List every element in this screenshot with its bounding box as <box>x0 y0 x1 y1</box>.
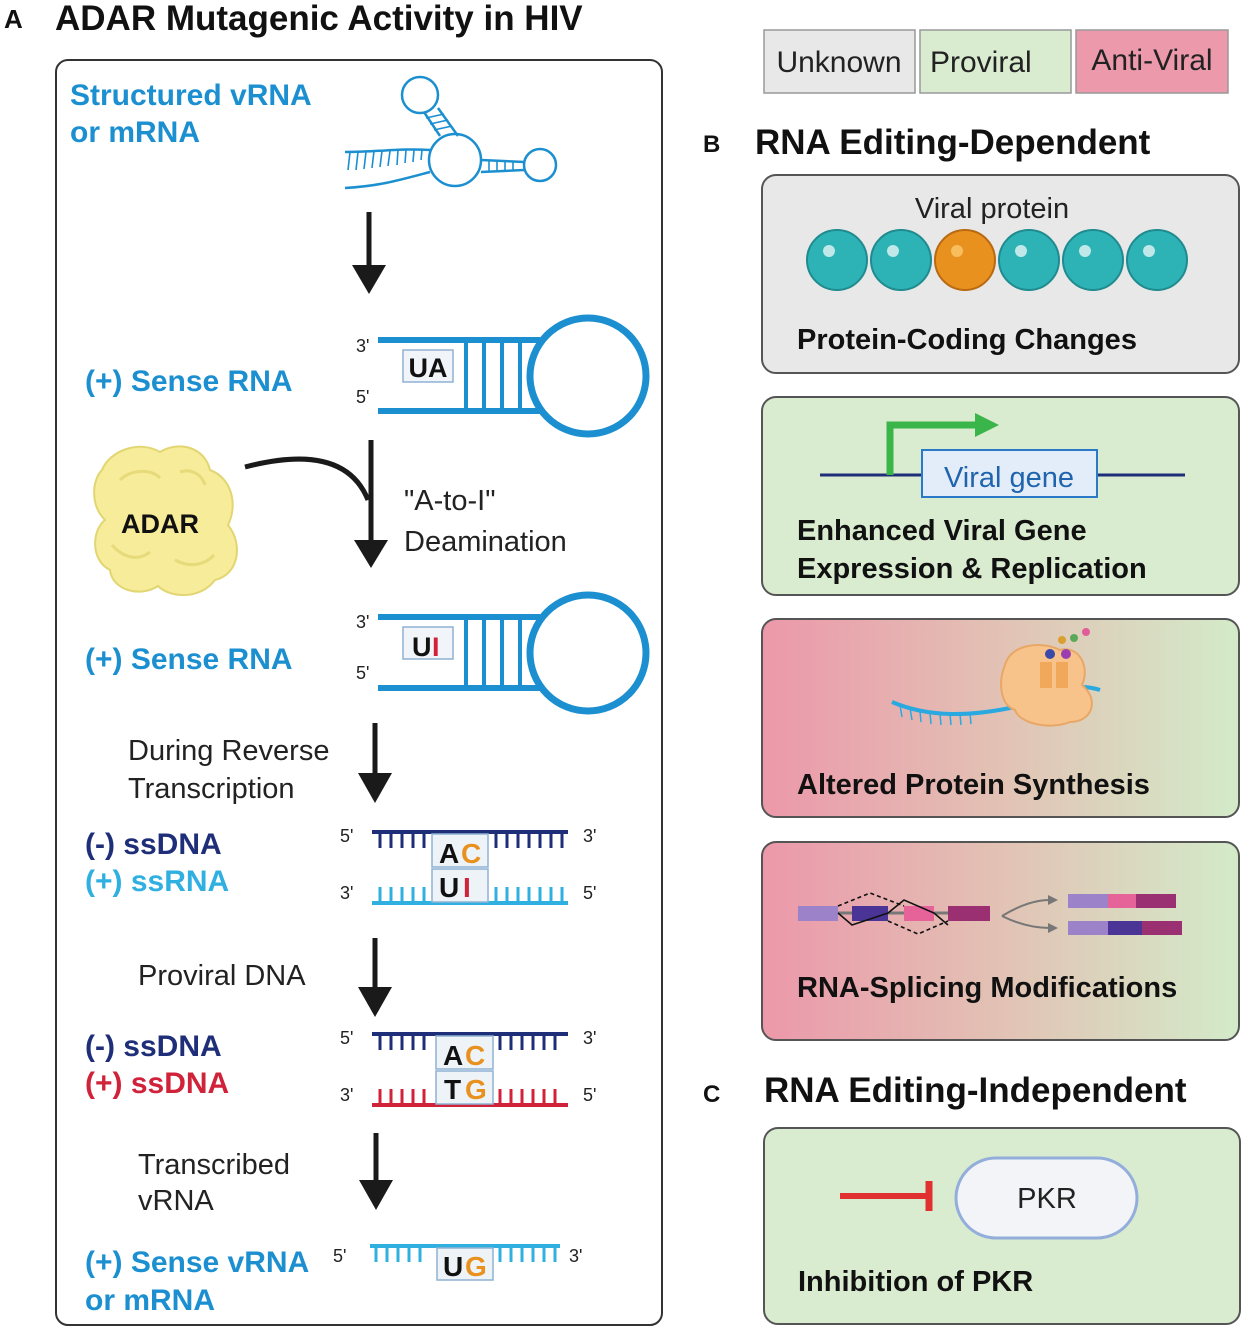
panel-c-title: RNA Editing-Independent <box>764 1071 1187 1110</box>
transcribed-label-2: vRNA <box>138 1185 214 1217</box>
card1-label: Protein-Coding Changes <box>797 324 1137 356</box>
final-label-1: (+) Sense vRNA <box>85 1246 309 1279</box>
hairpin-2-5prime: 5' <box>356 663 369 683</box>
sense-rna-label-1: (+) Sense RNA <box>85 365 293 398</box>
card2-label-2: Expression & Replication <box>797 553 1147 585</box>
panel-a-title: ADAR Mutagenic Activity in HIV <box>55 0 583 38</box>
final-strand <box>370 1244 560 1281</box>
final-u: U <box>443 1251 463 1282</box>
inhibition-icon <box>840 1181 933 1211</box>
panel-a-frame <box>55 59 663 1326</box>
minus-ssdna-label-1: (-) ssDNA <box>85 828 222 861</box>
structured-rna-icon <box>344 75 558 190</box>
hairpin-1 <box>378 314 650 438</box>
reverse-transcription-label-1: During Reverse <box>128 735 329 767</box>
gene-promoter-icon <box>820 413 1185 498</box>
duplex-1-3prime-top: 3' <box>583 826 596 846</box>
protein-chain-icon <box>806 229 1188 291</box>
duplex-2-3prime-top: 3' <box>583 1028 596 1048</box>
arrow-down-1 <box>352 212 386 294</box>
legend-unknown-box <box>763 29 916 94</box>
card4-label: RNA-Splicing Modifications <box>797 972 1177 1004</box>
reverse-transcription-label-2: Transcription <box>128 773 295 805</box>
final-g: G <box>465 1251 487 1282</box>
deamination-label-1: "A-to-I" <box>404 485 496 517</box>
panel-b-title: RNA Editing-Dependent <box>755 123 1151 162</box>
duplex-2-g: G <box>465 1074 487 1105</box>
hairpin-2 <box>378 591 650 715</box>
legend-antiviral-label: Anti-Viral <box>1091 44 1212 77</box>
structured-rna-label-1: Structured vRNA <box>70 79 312 112</box>
legend-antiviral-box <box>1075 29 1229 94</box>
base-i-2: I <box>432 632 440 662</box>
panel-a-letter: A <box>4 4 23 34</box>
splicing-icon <box>798 892 1182 935</box>
transcribed-label-1: Transcribed <box>138 1149 290 1181</box>
legend-proviral-label: Proviral <box>930 46 1032 79</box>
duplex-1-c: C <box>461 838 481 869</box>
arrow-down-4 <box>358 938 392 1017</box>
panel-c-letter: C <box>703 1081 720 1108</box>
duplex-1-3prime-bottom: 3' <box>340 883 353 903</box>
final-5prime: 5' <box>333 1246 346 1266</box>
card-protein-coding <box>761 174 1240 374</box>
duplex-1-i: I <box>463 872 471 903</box>
duplex-1-u: U <box>439 872 459 903</box>
duplex-1-a: A <box>439 838 459 869</box>
duplex-2-c: C <box>465 1040 485 1071</box>
adar-protein-icon <box>93 445 238 597</box>
duplex-2-t: T <box>444 1074 461 1105</box>
duplex-1 <box>372 830 568 905</box>
duplex-2-3prime-bottom: 3' <box>340 1085 353 1105</box>
deamination-label-2: Deamination <box>404 526 567 558</box>
final-3prime: 3' <box>569 1246 582 1266</box>
duplex-2 <box>372 1032 568 1107</box>
sense-rna-label-2: (+) Sense RNA <box>85 643 293 676</box>
viral-protein-label: Viral protein <box>915 193 1069 225</box>
duplex-2-5prime-bottom: 5' <box>583 1085 596 1105</box>
card-rna-splicing <box>761 841 1240 1041</box>
proviral-dna-label: Proviral DNA <box>138 960 306 992</box>
card2-label-1: Enhanced Viral Gene <box>797 515 1087 547</box>
arrow-down-3 <box>358 723 392 803</box>
adar-curved-arrow <box>244 440 388 568</box>
card-protein-synthesis <box>761 618 1240 818</box>
duplex-2-a: A <box>443 1040 463 1071</box>
hairpin-1-3prime: 3' <box>356 336 369 356</box>
ribosome-icon <box>891 628 1101 727</box>
base-u-2: U <box>412 632 432 662</box>
duplex-2-5prime-top: 5' <box>340 1028 353 1048</box>
panel-c-label: Inhibition of PKR <box>798 1266 1033 1298</box>
pkr-label: PKR <box>1017 1183 1077 1215</box>
legend-proviral-box <box>919 29 1072 94</box>
final-label-2: or mRNA <box>85 1284 215 1317</box>
hairpin-2-3prime: 3' <box>356 612 369 632</box>
pkr-pill <box>954 1156 1139 1240</box>
adar-label: ADAR <box>121 509 199 539</box>
viral-gene-label: Viral gene <box>944 462 1074 494</box>
duplex-1-5prime-bottom: 5' <box>583 883 596 903</box>
legend-unknown-label: Unknown <box>776 46 901 79</box>
structured-rna-label-2: or mRNA <box>70 116 200 149</box>
hairpin-1-5prime: 5' <box>356 387 369 407</box>
card3-label: Altered Protein Synthesis <box>797 769 1150 801</box>
plus-ssrna-label: (+) ssRNA <box>85 865 229 898</box>
panel-b-letter: B <box>703 131 720 158</box>
plus-ssdna-label: (+) ssDNA <box>85 1067 229 1100</box>
protein-chain-highlights <box>823 245 1155 257</box>
minus-ssdna-label-2: (-) ssDNA <box>85 1030 222 1063</box>
base-pair-ua: UA <box>409 353 448 383</box>
arrow-down-5 <box>359 1133 393 1210</box>
duplex-1-5prime-top: 5' <box>340 826 353 846</box>
